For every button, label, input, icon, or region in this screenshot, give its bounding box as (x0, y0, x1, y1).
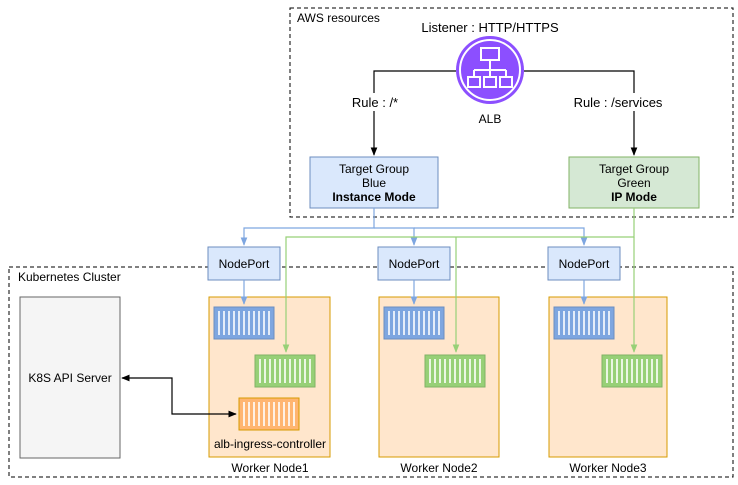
nodeport-2: NodePort (377, 246, 451, 281)
worker-node-2-label: Worker Node2 (400, 461, 477, 475)
nodeport-1: NodePort (207, 246, 281, 281)
pod-containers (213, 306, 663, 431)
target-group-green: Target Group Green IP Mode (568, 156, 700, 209)
target-group-blue: Target Group Blue Instance Mode (309, 156, 439, 209)
target-group-blue-title: Target Group (339, 162, 409, 176)
worker-node-1-label: Worker Node1 (231, 461, 308, 475)
alb-ingress-controller-label: alb-ingress-controller (214, 437, 326, 451)
blue-target-connections (240, 208, 588, 246)
green-pod-node2 (424, 354, 486, 388)
load-balancer-icon (456, 36, 524, 104)
nodeport-2-label: NodePort (389, 257, 440, 271)
blue-pod-node3 (553, 306, 615, 340)
rule-right-edge (524, 70, 638, 156)
worker-node-3-label: Worker Node3 (569, 461, 646, 475)
target-group-blue-color: Blue (362, 176, 386, 190)
kubernetes-cluster-label: Kubernetes Cluster (18, 270, 121, 284)
target-group-green-color: Green (617, 176, 650, 190)
k8s-api-server-label: K8S API Server (28, 371, 111, 385)
green-pod-node1 (254, 354, 316, 388)
k8s-api-server: K8S API Server (19, 296, 121, 459)
nodeport-3: NodePort (547, 246, 621, 281)
target-group-blue-mode: Instance Mode (332, 190, 416, 204)
target-group-green-title: Target Group (599, 162, 669, 176)
nodeport-1-label: NodePort (219, 257, 270, 271)
aws-resources-group (289, 7, 734, 218)
rule-left-label: Rule : /* (352, 95, 398, 110)
nodeport-to-pod-arrows (240, 280, 588, 305)
rule-right-label: Rule : /services (574, 95, 663, 110)
orange-pod-node1 (238, 397, 300, 431)
rule-left-edge (370, 70, 456, 156)
green-pod-node3 (601, 354, 663, 388)
alb-label: ALB (479, 112, 502, 126)
target-group-green-mode: IP Mode (611, 190, 657, 204)
green-target-connections (282, 208, 638, 353)
aws-resources-label: AWS resources (297, 11, 380, 25)
kubernetes-cluster-group (8, 266, 734, 478)
blue-pod-node1 (213, 306, 275, 340)
nodeport-3-label: NodePort (559, 257, 610, 271)
blue-pod-node2 (383, 306, 445, 340)
listener-label: Listener : HTTP/HTTPS (421, 20, 559, 35)
api-controller-link (121, 374, 237, 418)
